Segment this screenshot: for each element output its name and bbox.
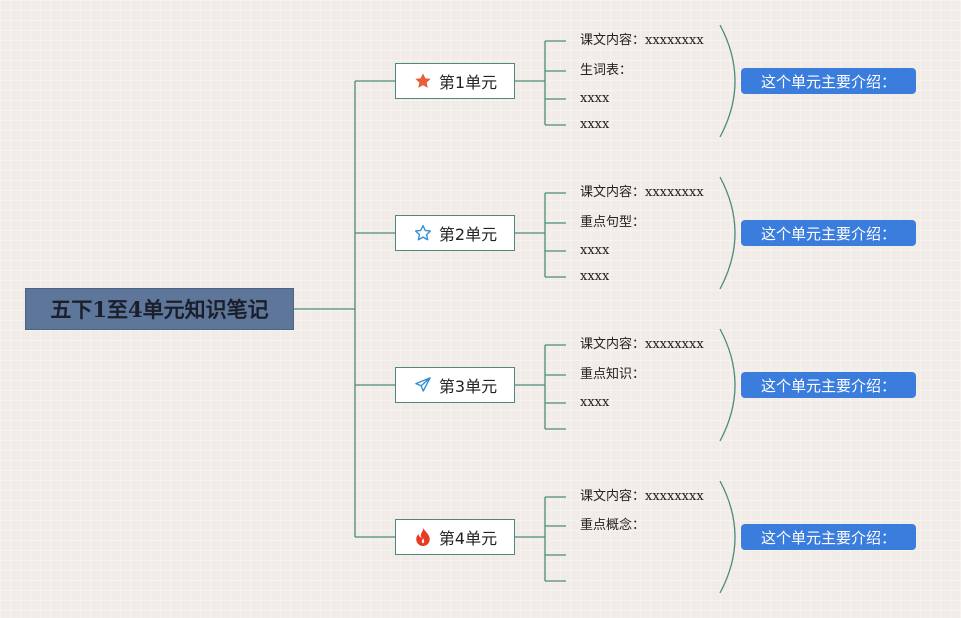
unit-1-leaf-4[interactable]: xxxx xyxy=(580,117,610,132)
star-filled-icon xyxy=(413,71,433,91)
unit-3-leaf-3[interactable]: xxxx xyxy=(580,395,610,410)
unit-1-topic[interactable]: 第1单元 xyxy=(395,63,515,99)
unit-2-leaf-4[interactable]: xxxx xyxy=(580,269,610,284)
unit-4-label: 第4单元 xyxy=(438,529,498,548)
unit-2-leaf-3[interactable]: xxxx xyxy=(580,243,610,258)
unit-2-topic[interactable]: 第2单元 xyxy=(395,215,515,251)
unit-4-topic[interactable]: 第4单元 xyxy=(395,519,515,555)
unit-2-summary[interactable]: 这个单元主要介绍： xyxy=(741,220,916,246)
unit-3-leaf-1[interactable]: 课文内容：xxxxxxxx xyxy=(580,337,704,352)
unit-2-label: 第2单元 xyxy=(438,225,498,244)
summary-brace xyxy=(719,480,736,594)
flame-icon xyxy=(413,527,433,547)
unit-3-label: 第3单元 xyxy=(438,377,498,396)
star-outline-icon xyxy=(413,223,433,243)
unit-1-label: 第1单元 xyxy=(438,73,498,92)
unit-3-leaf-2[interactable]: 重点知识： xyxy=(580,367,646,382)
summary-brace xyxy=(719,176,736,290)
unit-4-summary[interactable]: 这个单元主要介绍： xyxy=(741,524,916,550)
unit-4-leaf-2[interactable]: 重点概念： xyxy=(580,518,646,533)
unit-2-leaf-2[interactable]: 重点句型： xyxy=(580,215,646,230)
unit-1-leaf-1[interactable]: 课文内容：xxxxxxxx xyxy=(580,33,704,48)
unit-1-leaf-2[interactable]: 生词表： xyxy=(580,63,633,78)
paper-plane-icon xyxy=(413,375,433,395)
unit-3-topic[interactable]: 第3单元 xyxy=(395,367,515,403)
root-topic[interactable]: 五下1至4单元知识笔记 xyxy=(25,288,294,330)
unit-4-leaf-1[interactable]: 课文内容：xxxxxxxx xyxy=(580,489,704,504)
summary-brace xyxy=(719,328,736,442)
summary-brace xyxy=(719,24,736,138)
unit-1-summary[interactable]: 这个单元主要介绍： xyxy=(741,68,916,94)
unit-2-leaf-1[interactable]: 课文内容：xxxxxxxx xyxy=(580,185,704,200)
unit-1-leaf-3[interactable]: xxxx xyxy=(580,91,610,106)
unit-3-summary[interactable]: 这个单元主要介绍： xyxy=(741,372,916,398)
